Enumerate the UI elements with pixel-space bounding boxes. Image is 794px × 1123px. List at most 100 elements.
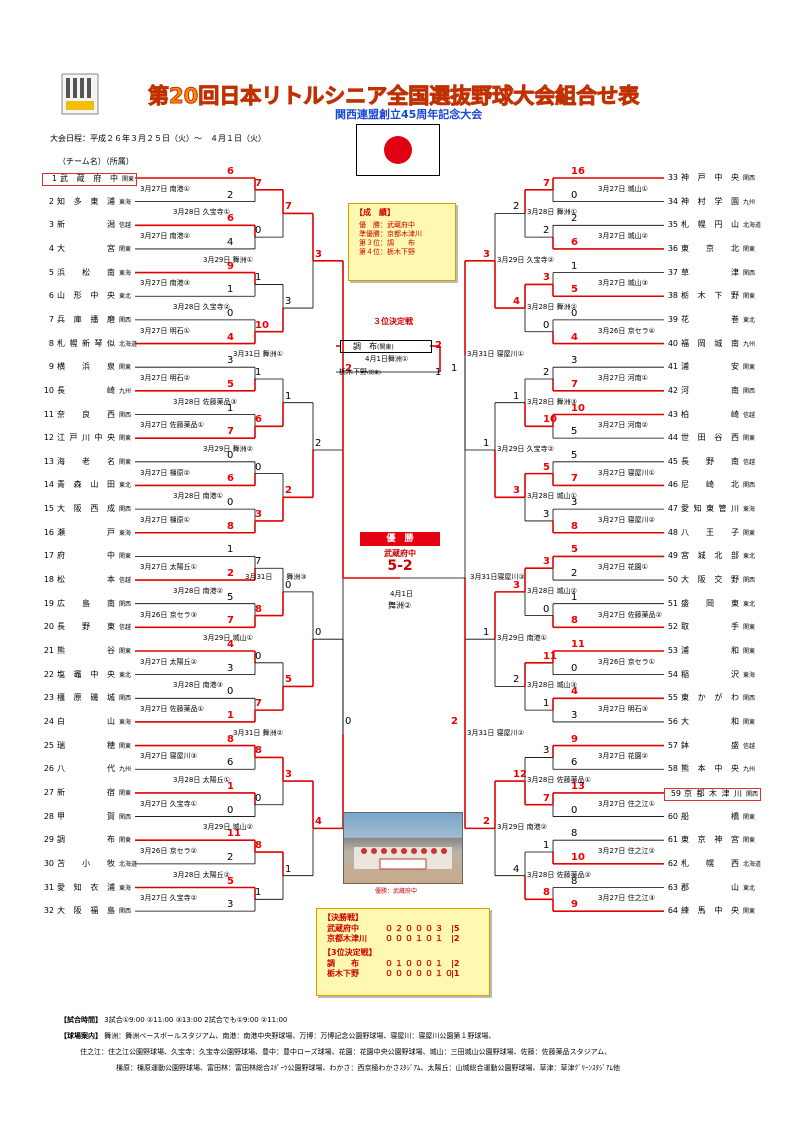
team-number: 18: [43, 575, 54, 585]
team-region: 関東: [119, 648, 132, 655]
team-name: 山形中央: [57, 291, 115, 301]
match-score: 1: [513, 390, 520, 402]
match-score: 3: [255, 508, 262, 520]
team-region: 関東: [743, 529, 756, 537]
team-name: 東かがわ: [681, 693, 739, 703]
team-number: 37: [667, 267, 678, 277]
team-name: 宮城北部: [681, 551, 739, 561]
team-name: 海老名: [57, 456, 115, 466]
team-region: 東北: [743, 600, 756, 608]
match-score: 2: [543, 367, 550, 379]
result-row: 第３位：調 布: [359, 239, 415, 247]
team-region: 東北: [119, 482, 132, 490]
team-region: 関西: [119, 411, 132, 419]
team-number: 42: [667, 385, 678, 395]
match-score: 4: [513, 296, 520, 308]
team-region: 関東: [119, 742, 132, 750]
team-number: 62: [667, 858, 678, 868]
match-date-venue: 3月27日 南港②: [140, 232, 190, 241]
match-score: 7: [255, 556, 262, 568]
match-date-venue: 3月28日 久宝寺②: [173, 303, 230, 312]
team-number: 55: [667, 693, 678, 703]
team-name: 大阪福島: [57, 906, 115, 916]
match-score: 10: [255, 319, 269, 331]
match-score: 10: [571, 402, 585, 414]
notes: 【試合時間】 3試合①9:00 ②11:00 ③13:00 2試合でも①9:00…: [60, 1012, 620, 1076]
team-number: 27: [43, 787, 54, 797]
team-name: 大阪交野: [681, 575, 739, 585]
team-number: 39: [667, 314, 678, 324]
team-name: 熊本中央: [681, 764, 739, 774]
third-place-score2: 1: [435, 367, 442, 378]
match-score: 5: [227, 875, 234, 887]
team-region: 関東: [743, 648, 756, 655]
match-score: 4: [227, 236, 234, 248]
team-number: 41: [667, 362, 678, 372]
match-date-venue: 3月29日 舞洲②: [203, 444, 253, 453]
team-name: 郡山: [681, 882, 739, 892]
third-place-score1: 2: [435, 340, 442, 351]
match-score: 3: [227, 899, 234, 911]
team-name: 長野東: [57, 622, 115, 632]
team-number: 6: [48, 291, 54, 301]
team-name: 船橋: [681, 811, 739, 821]
team-number: 51: [667, 598, 678, 608]
notes-venue-3: 橿原：橿原運動公園野球場、富田林：富田林総合ｽﾎﾟｰﾂ公園野球場、わかさ：西京極…: [116, 1064, 620, 1072]
match-date-venue: 3月28日 南港③: [173, 681, 223, 690]
match-score: 7: [255, 698, 262, 710]
match-score: 2: [227, 189, 234, 201]
team-number: 20: [43, 622, 54, 632]
team-name: 兵庫播磨: [57, 314, 115, 324]
match-date-venue: 3月29日 城山②: [203, 823, 253, 832]
match-score: 0: [571, 307, 578, 319]
match-score: 0: [227, 686, 234, 698]
team-name: 奈良西: [57, 409, 115, 419]
match-score: 1: [255, 272, 262, 284]
match-score: 1: [227, 709, 234, 721]
team-region: 東北: [119, 293, 132, 301]
match-date-venue: 3月28日 舞洲①: [527, 208, 577, 217]
team-number: 19: [43, 598, 54, 608]
team-region: 九州: [119, 766, 132, 774]
team-number: 43: [667, 409, 678, 419]
team-name: 橿原磯城: [57, 693, 115, 703]
match-score: 3: [285, 769, 292, 781]
third-place-date: 4月1日舞洲①: [365, 355, 409, 363]
match-score: 3: [571, 355, 578, 367]
team-number: 58: [667, 764, 678, 774]
match-score: 1: [483, 437, 490, 449]
team-region: 東北: [119, 671, 132, 679]
team-region: 関東: [119, 789, 132, 797]
team-region: 東海: [743, 506, 756, 514]
match-score: 8: [571, 520, 578, 532]
match-score: 1: [571, 260, 578, 272]
team-region: 信越: [743, 742, 756, 750]
match-date-venue: 3月27日 太陽丘②: [140, 657, 197, 666]
match-score: 5: [543, 461, 550, 473]
team-name: 福岡城南: [681, 338, 739, 348]
match-score: 2: [513, 201, 520, 213]
match-date-venue: 3月28日 太陽丘①: [173, 776, 230, 785]
team-number: 63: [667, 882, 678, 892]
team-region: 信越: [119, 624, 132, 632]
team-number: 16: [43, 527, 54, 537]
match-score: 5: [571, 449, 578, 461]
team-region: 北海道: [743, 860, 762, 868]
match-date-venue: 3月27日 河南①: [598, 374, 648, 383]
result-row: 優 勝：武蔵府中: [359, 221, 415, 229]
team-region: 関西: [743, 175, 756, 182]
team-number: 64: [667, 906, 678, 916]
match-score: 6: [571, 757, 578, 769]
match-score: 3: [543, 508, 550, 520]
match-score: 3: [571, 497, 578, 509]
